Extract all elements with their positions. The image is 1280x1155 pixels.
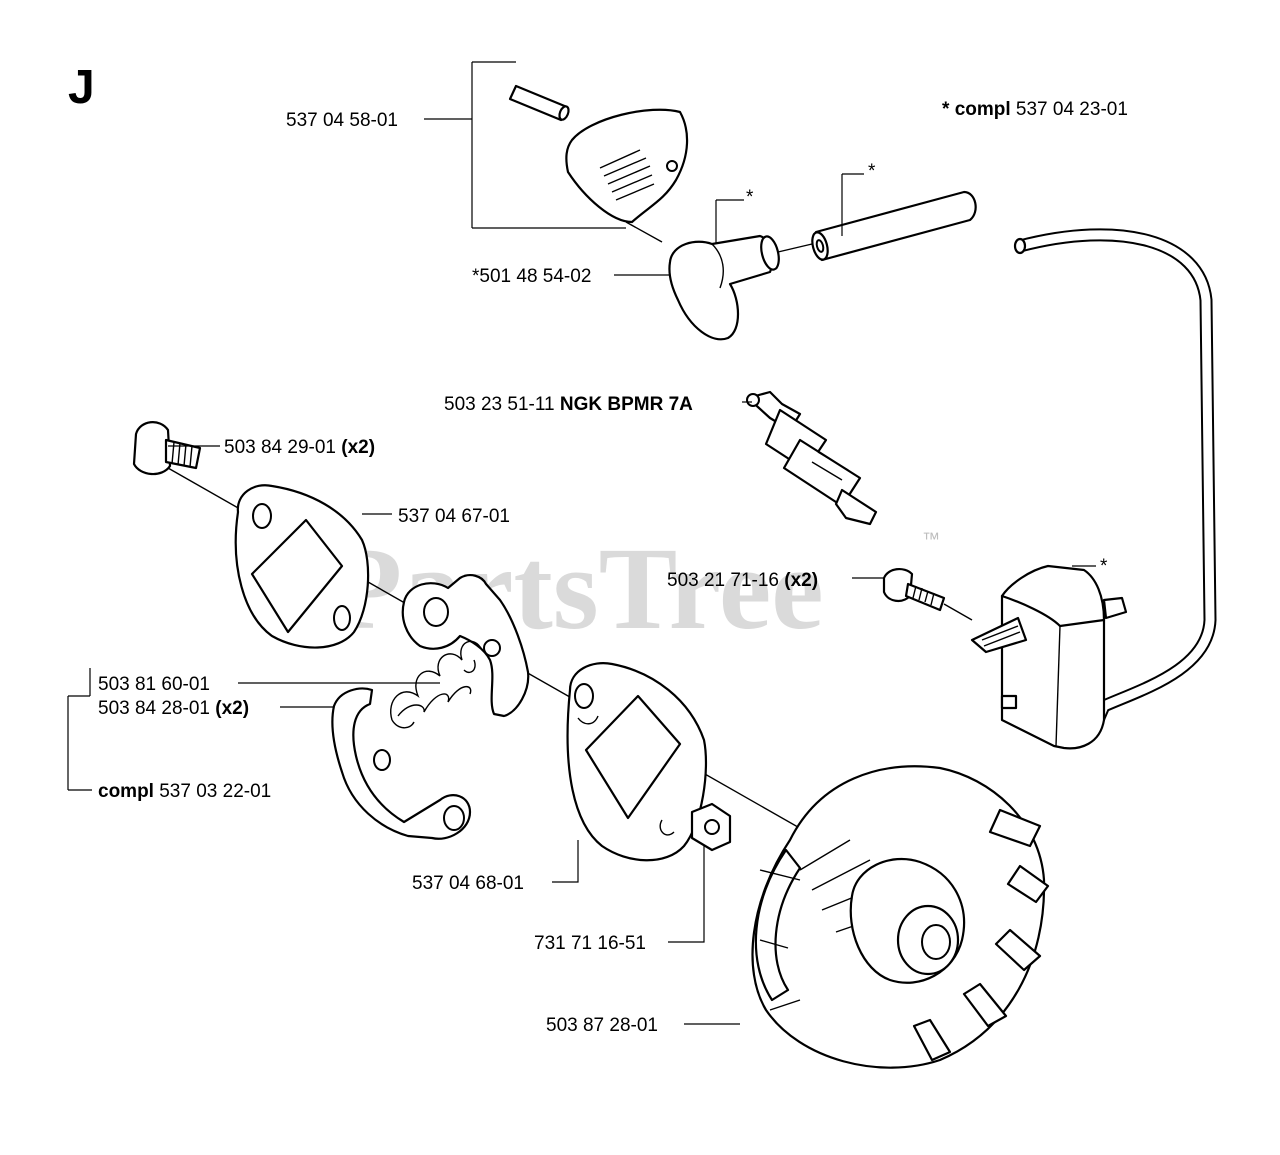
section-letter: J (68, 61, 95, 114)
screw-part (132, 421, 202, 476)
cover-part (565, 108, 689, 243)
label-module-screw: 503 21 71-16 (x2) (667, 570, 818, 591)
label-screw: 503 84 29-01 (x2) (224, 437, 375, 458)
compl-kit-number: 537 04 23-01 (1011, 99, 1128, 120)
label-washer: 731 71 16-51 (534, 933, 646, 954)
clutch-hub-part (401, 574, 530, 718)
label-tube-star: * (868, 161, 876, 182)
label-clutch-compl: compl 537 03 22-01 (98, 781, 271, 802)
module-screw-axis (943, 603, 973, 621)
pin-part (508, 84, 570, 122)
plate-top-part (234, 484, 370, 649)
spring-part (390, 640, 483, 729)
spark-plug-part (746, 390, 878, 526)
shoe-qty: (x2) (215, 698, 249, 719)
washer-part (690, 802, 732, 852)
plate-bottom-part (566, 662, 708, 862)
watermark-trademark: ™ (922, 529, 940, 549)
ignition-module-part (970, 564, 1128, 750)
label-plate-top: 537 04 67-01 (398, 506, 510, 527)
spark-plug-number: 503 23 51-11 (444, 394, 560, 415)
flywheel-part (751, 765, 1050, 1069)
lead-tube-part (811, 190, 977, 262)
screw-qty: (x2) (341, 437, 375, 458)
boot-tube-connector-line (777, 243, 813, 253)
label-shoe: 503 84 28-01 (x2) (98, 698, 249, 719)
clutch-compl-word: compl (98, 781, 154, 802)
label-flywheel: 503 87 28-01 (546, 1015, 658, 1036)
label-boot-star: * (746, 187, 754, 208)
screw-number: 503 84 29-01 (224, 437, 341, 458)
module-screw-number: 503 21 71-16 (667, 570, 784, 591)
label-boot: *501 48 54-02 (472, 266, 591, 287)
spark-boot-part (668, 234, 780, 341)
module-screw-qty: (x2) (784, 570, 818, 591)
label-cover: 537 04 58-01 (286, 110, 398, 131)
label-compl-kit: * compl 537 04 23-01 (942, 99, 1128, 120)
clutch-compl-number: 537 03 22-01 (154, 781, 271, 802)
clutch-shoe-part (331, 687, 472, 840)
compl-kit-word: compl (955, 99, 1011, 120)
label-spring: 503 81 60-01 (98, 674, 210, 695)
module-screw-part (882, 568, 946, 612)
label-module-star: * (1100, 556, 1108, 577)
label-plate-bottom: 537 04 68-01 (412, 873, 524, 894)
compl-kit-star: * (942, 99, 955, 120)
leader-lines (67, 61, 1096, 1025)
label-spark-plug: 503 23 51-11 NGK BPMR 7A (444, 394, 693, 415)
spark-plug-name: NGK BPMR 7A (560, 394, 693, 415)
shoe-number: 503 84 28-01 (98, 698, 215, 719)
